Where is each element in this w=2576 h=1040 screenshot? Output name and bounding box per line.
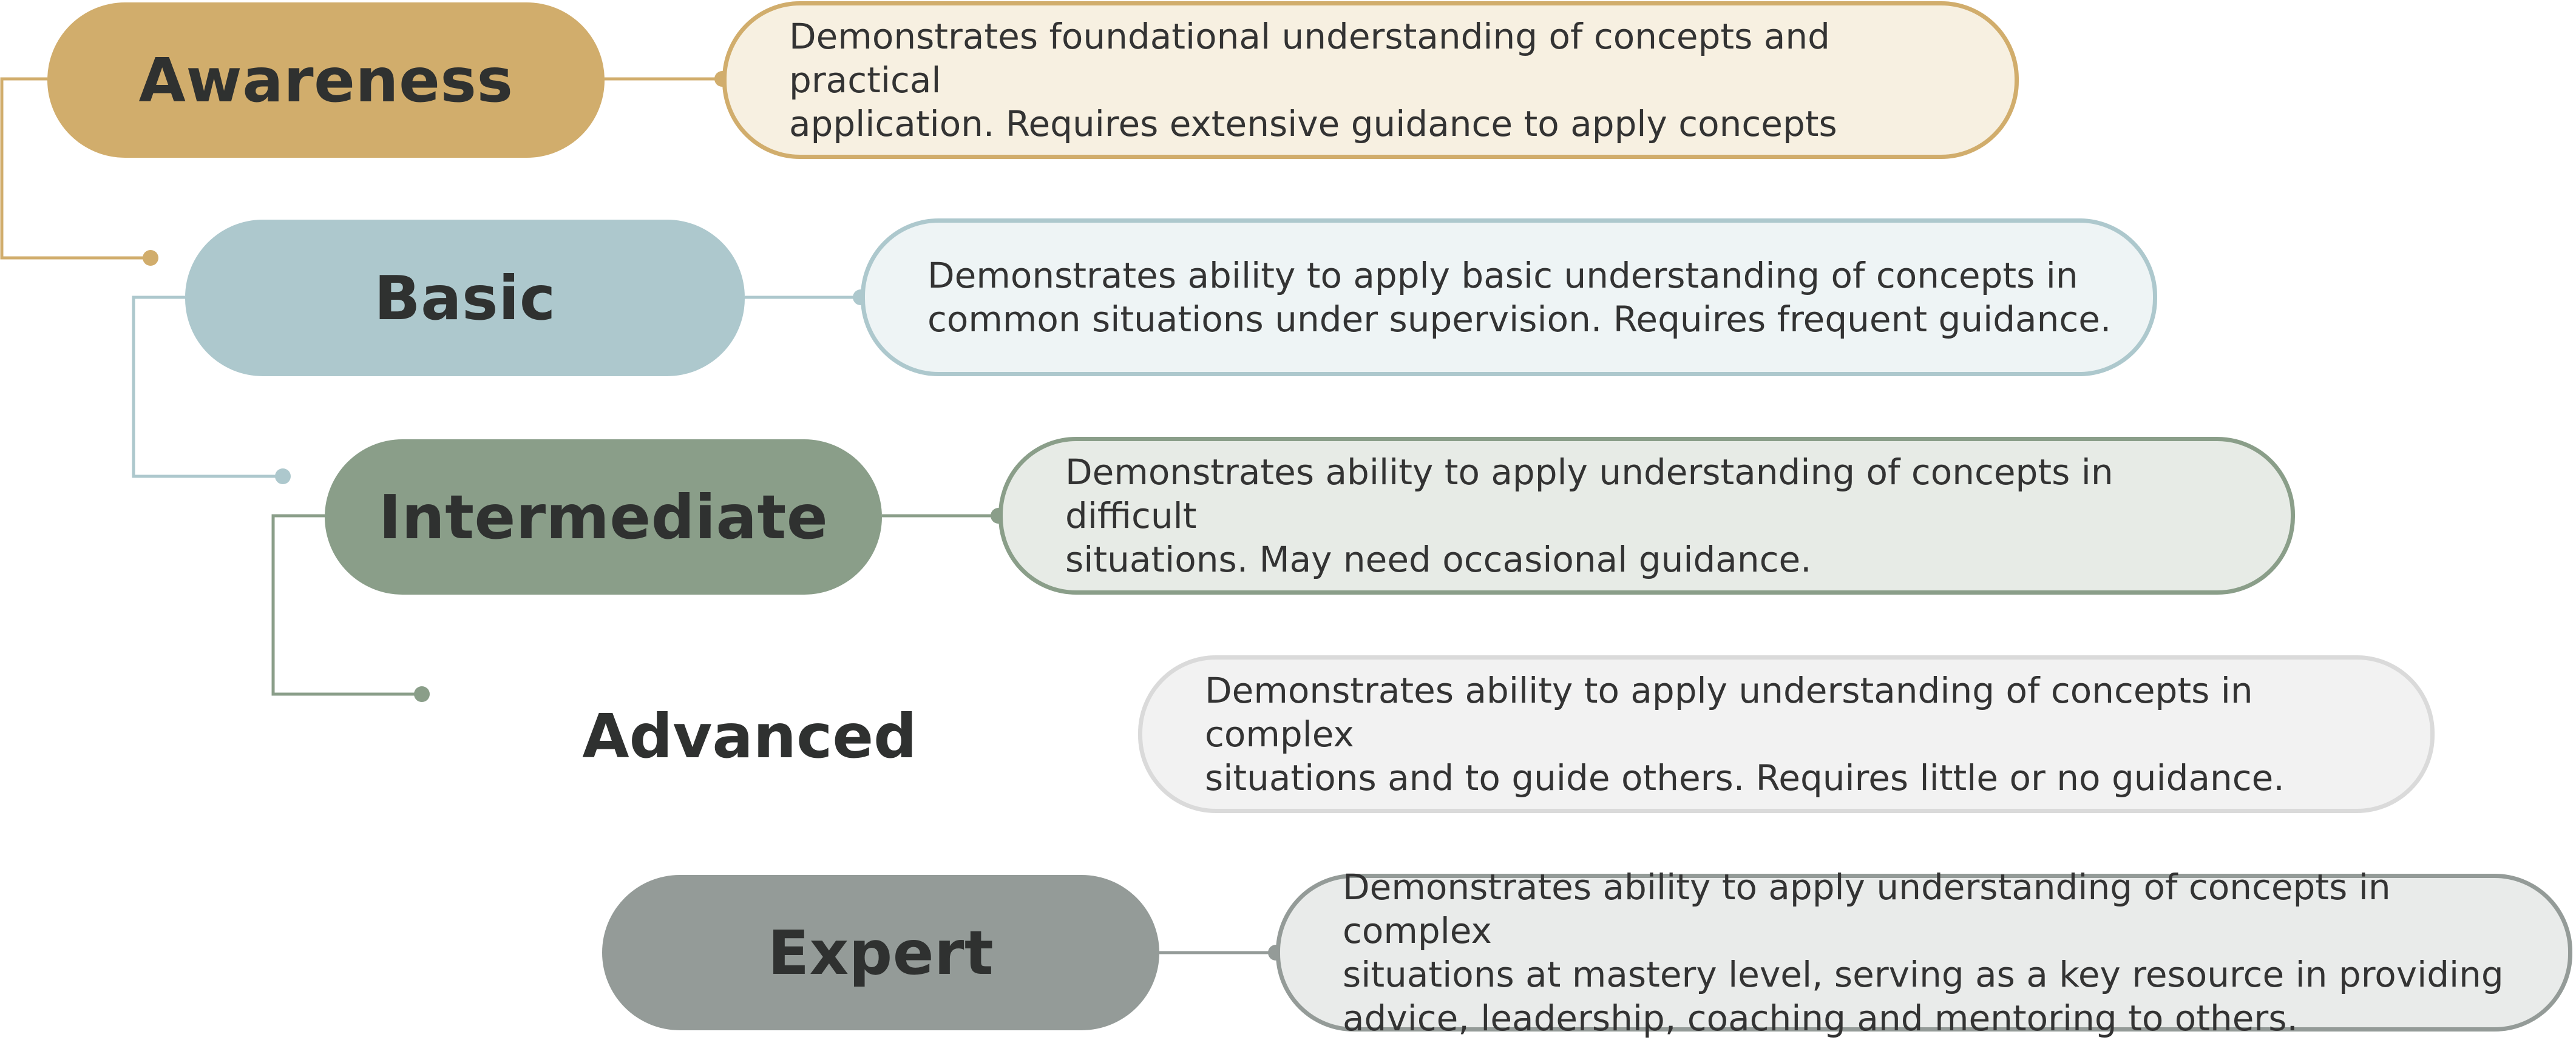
description-line: Demonstrates foundational understanding … xyxy=(789,16,1830,101)
description-text: Demonstrates ability to apply understand… xyxy=(1343,865,2532,1040)
level-description-advanced: Demonstrates ability to apply understand… xyxy=(1138,655,2435,813)
level-pill-intermediate: Intermediate xyxy=(325,439,882,595)
description-line: application. Requires extensive guidance… xyxy=(789,103,1837,144)
level-pill-basic: Basic xyxy=(185,220,745,376)
level-pill-advanced: Advanced xyxy=(582,658,917,814)
level-pill-awareness: Awareness xyxy=(47,2,605,158)
level-label: Expert xyxy=(767,917,994,988)
level-label: Intermediate xyxy=(378,481,829,553)
description-line: advice, leadership, coaching and mentori… xyxy=(1343,998,2298,1039)
level-description-basic: Demonstrates ability to apply basic unde… xyxy=(861,218,2157,376)
level-label: Awareness xyxy=(138,44,514,116)
awareness-basic-elbow-dot xyxy=(143,250,158,266)
description-line: Demonstrates ability to apply understand… xyxy=(1205,670,2253,755)
description-line: Demonstrates ability to apply basic unde… xyxy=(927,255,2078,296)
description-line: Demonstrates ability to apply understand… xyxy=(1065,451,2113,536)
description-line: situations. May need occasional guidance… xyxy=(1065,539,1812,580)
description-text: Demonstrates ability to apply understand… xyxy=(1065,450,2254,581)
level-description-intermediate: Demonstrates ability to apply understand… xyxy=(998,437,2295,595)
intermediate-advanced-elbow-dot xyxy=(414,686,430,702)
intermediate-advanced-elbow xyxy=(271,514,422,696)
level-description-expert: Demonstrates ability to apply understand… xyxy=(1276,866,2572,1039)
level-label: Basic xyxy=(374,262,556,334)
description-text: Demonstrates ability to apply basic unde… xyxy=(927,254,2111,341)
description-line: common situations under supervision. Req… xyxy=(927,299,2112,340)
description-line: Demonstrates ability to apply understand… xyxy=(1343,866,2391,951)
basic-intermediate-elbow-dot xyxy=(275,468,291,484)
description-line: situations at mastery level, serving as … xyxy=(1343,954,2504,995)
level-pill-expert: Expert xyxy=(602,875,1159,1030)
description-text: Demonstrates ability to apply understand… xyxy=(1205,669,2394,800)
description-text: Demonstrates foundational understanding … xyxy=(789,15,1978,146)
level-label: Advanced xyxy=(582,700,917,772)
awareness-basic-elbow xyxy=(0,77,151,260)
description-line: situations and to guide others. Requires… xyxy=(1205,757,2285,799)
basic-intermediate-elbow xyxy=(132,295,283,478)
level-description-awareness: Demonstrates foundational understanding … xyxy=(722,1,2019,159)
